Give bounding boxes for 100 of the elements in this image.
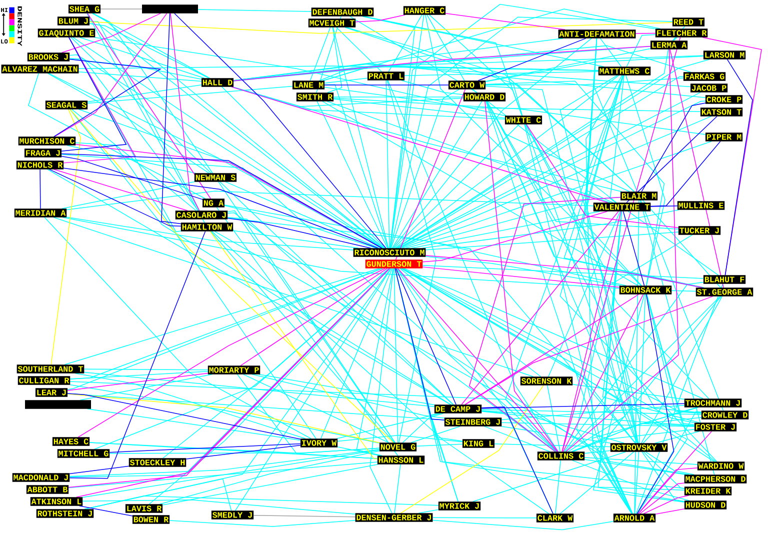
connector-line [227,218,372,248]
connector-line [232,230,359,248]
connector-line [500,426,612,444]
connector-line [524,124,638,444]
connector-line [560,451,634,514]
connector-line [327,26,342,93]
connector-line [484,426,550,452]
connector-line [44,216,312,439]
connector-line [396,268,456,405]
connector-line [626,74,666,286]
connector-line [53,216,534,377]
connector-line [68,462,378,488]
connector-line [346,26,635,192]
connector-line [425,255,703,288]
connector-line [67,393,301,440]
connector-line [392,100,482,248]
connector-line [484,100,558,452]
connector-line [428,14,522,116]
connector-line [402,412,444,443]
connector-line [481,403,685,409]
connector-line [344,26,523,116]
name-box: MERIDIAN A [14,208,67,218]
name-box: FARKAS G [683,72,726,81]
name-box: ARNOLD A [613,514,656,522]
connector-line [67,394,380,444]
name-box: CULLIGAN R [18,376,70,385]
connector-line [198,9,312,12]
connector-line [426,14,465,81]
connector-line [47,72,210,174]
connector-line [162,464,378,506]
connector-line [562,294,644,452]
name-box: ST.GEORGE A [696,288,754,296]
connector-line [69,466,130,474]
connector-line [70,108,394,443]
connector-line [724,58,753,276]
connector-line [386,80,390,248]
connector-line [636,411,702,514]
name-box: ABBOTT B [26,485,69,494]
connector-line [78,66,599,71]
connector-line [109,448,380,454]
connector-line [425,14,642,286]
name-box: BLAHUT F [703,275,746,284]
connector-line [336,26,382,72]
connector-line [494,444,611,448]
connector-line [211,230,550,514]
connector-line [636,294,674,514]
connector-line [337,434,463,442]
connector-line [87,12,211,199]
connector-line [86,12,205,223]
connector-line [333,98,506,118]
connector-line [80,374,212,400]
name-box: SMEDLY J [211,510,254,520]
name-box: SHEA G [68,4,101,14]
connector-line [210,230,395,443]
connector-line [370,268,394,514]
connector-line [464,296,714,405]
connector-line [89,23,210,79]
connector-line [70,381,558,452]
name-box: WARDINO W [697,462,745,470]
connector-line [396,268,554,514]
name-box: FLETCHER R [655,28,708,38]
connector-line [642,451,685,502]
connector-line [485,48,651,82]
connector-line [355,14,406,22]
connector-line [61,12,162,53]
name-box: COLLINS C [537,452,585,460]
connector-line [422,210,608,262]
name-box: STEINBERG J [444,418,502,426]
connector-line [186,444,301,460]
connector-line [416,444,463,447]
connector-line [74,372,306,439]
connector-line [94,36,506,116]
connector-line [53,58,162,137]
connector-line [418,509,439,514]
name-box: MACPHERSON D [684,474,747,484]
name-box: SMITH R [296,92,334,102]
connector-line [396,58,710,248]
connector-line [28,72,206,199]
name-box: SORENSON K [520,376,573,386]
connector-line [478,38,586,81]
connector-line [638,430,712,514]
connector-line [555,460,561,514]
connector-line [560,74,695,426]
connector-line [392,38,592,248]
connector-line [422,264,704,279]
name-box: MURCHISON C [18,136,76,146]
name-box: NEWMAN S [194,173,237,182]
connector-line [79,36,205,79]
connector-line [464,294,640,405]
name-box: REED T [672,18,705,26]
connector-line [546,384,561,452]
connector-line [628,210,719,276]
connector-line [445,12,566,30]
connector-line [526,124,679,228]
connector-line [395,88,466,260]
connector-line [645,451,694,475]
connector-line [224,205,377,248]
name-box: ROTHSTEIN J [36,509,94,518]
name-box: WHITE C [504,116,542,124]
connector-line [322,8,661,81]
